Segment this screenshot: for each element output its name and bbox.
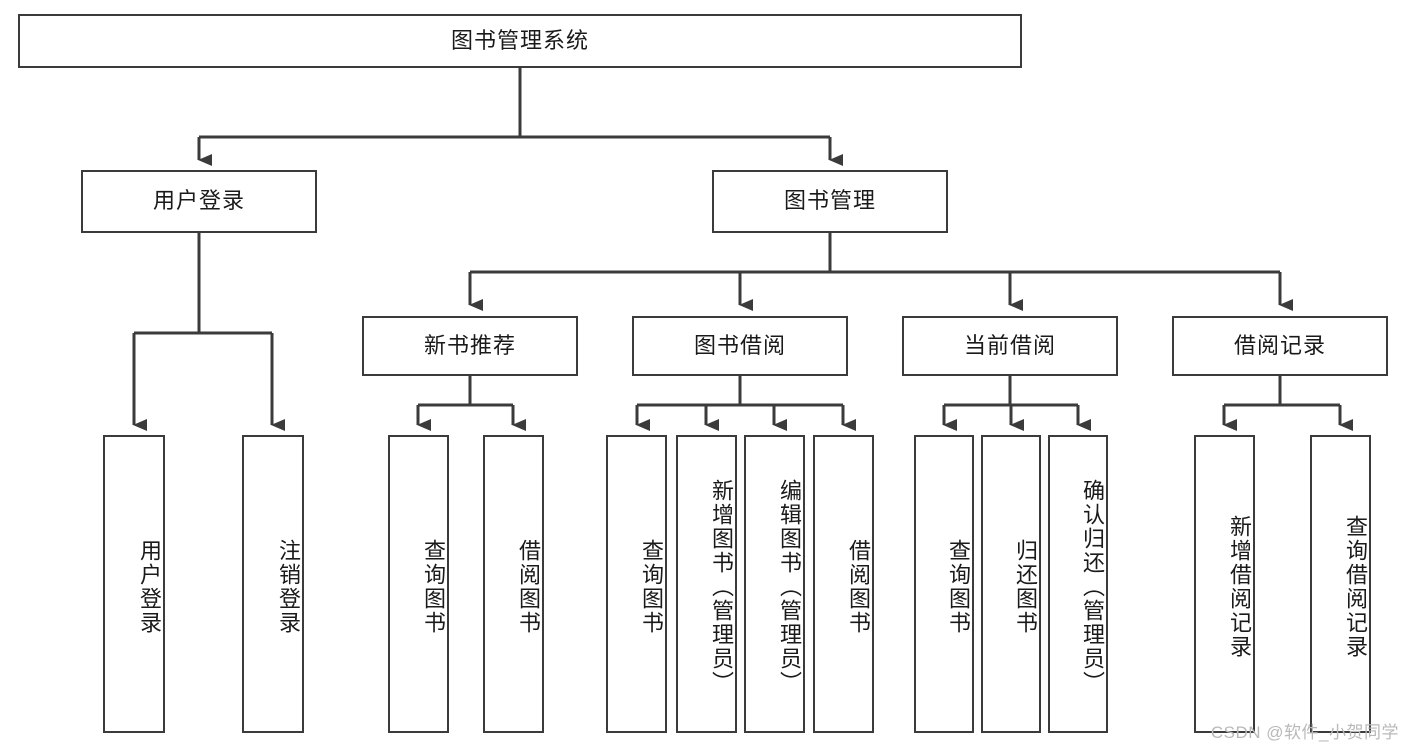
node-label: 借阅记录 xyxy=(1233,332,1326,358)
node-label: 借阅图书 xyxy=(516,539,541,635)
node-label: 图书管理 xyxy=(783,188,876,214)
leaf-borrow-book[interactable]: 借阅图书 xyxy=(813,435,874,733)
leaf-query-book-current[interactable]: 查询图书 xyxy=(914,435,974,733)
node-book-borrow[interactable]: 图书借阅 xyxy=(632,316,848,376)
node-borrow-record[interactable]: 借阅记录 xyxy=(1172,316,1388,376)
leaf-logout[interactable]: 注销登录 xyxy=(242,435,304,733)
node-current-borrow[interactable]: 当前借阅 xyxy=(902,316,1118,376)
node-label: 查询图书 xyxy=(946,539,971,635)
node-new-book-recommend[interactable]: 新书推荐 xyxy=(362,316,578,376)
node-label: 编辑图书（管理员） xyxy=(777,479,802,695)
watermark-text: CSDN @软件_小贺同学 xyxy=(1210,723,1399,742)
node-label: 确认归还（管理员） xyxy=(1080,479,1105,695)
node-label: 新增图书（管理员） xyxy=(709,479,734,695)
leaf-user-login[interactable]: 用户登录 xyxy=(103,435,165,733)
node-label: 注销登录 xyxy=(276,539,301,635)
leaf-add-borrow-record[interactable]: 新增借阅记录 xyxy=(1194,435,1255,733)
leaf-query-book-new[interactable]: 查询图书 xyxy=(388,435,449,733)
node-label: 查询图书 xyxy=(639,539,664,635)
leaf-query-borrow-record[interactable]: 查询借阅记录 xyxy=(1310,435,1371,733)
node-label: 新书推荐 xyxy=(423,332,516,358)
node-user-login[interactable]: 用户登录 xyxy=(81,170,317,233)
leaf-return-book[interactable]: 归还图书 xyxy=(981,435,1041,733)
node-root-system[interactable]: 图书管理系统 xyxy=(18,14,1022,68)
leaf-query-book-borrow[interactable]: 查询图书 xyxy=(606,435,667,733)
node-label: 图书借阅 xyxy=(693,332,786,358)
node-label: 图书管理系统 xyxy=(450,27,589,53)
leaf-add-book-admin[interactable]: 新增图书（管理员） xyxy=(676,435,737,733)
node-label: 新增借阅记录 xyxy=(1227,515,1252,659)
leaf-borrow-book-new[interactable]: 借阅图书 xyxy=(483,435,544,733)
node-label: 借阅图书 xyxy=(846,539,871,635)
node-label: 查询图书 xyxy=(421,539,446,635)
node-label: 用户登录 xyxy=(152,188,245,214)
node-label: 用户登录 xyxy=(137,539,162,635)
leaf-confirm-return-admin[interactable]: 确认归还（管理员） xyxy=(1048,435,1108,733)
leaf-edit-book-admin[interactable]: 编辑图书（管理员） xyxy=(744,435,805,733)
node-label: 查询借阅记录 xyxy=(1343,515,1368,659)
node-label: 当前借阅 xyxy=(963,332,1056,358)
node-label: 归还图书 xyxy=(1013,539,1038,635)
node-book-management[interactable]: 图书管理 xyxy=(712,170,948,233)
